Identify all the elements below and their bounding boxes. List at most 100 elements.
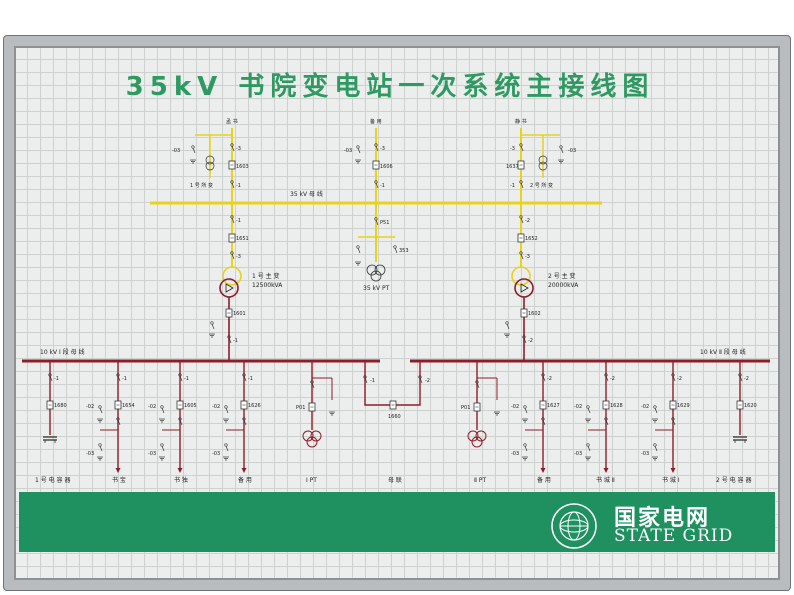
feeder-3	[158, 361, 184, 473]
code-label: 1637	[506, 164, 519, 170]
code-label: -1	[54, 376, 59, 382]
incoming-line-3	[517, 128, 565, 203]
code-label: -03	[148, 451, 156, 457]
code-label: -03	[511, 451, 519, 457]
pt-35kv-branch	[354, 203, 398, 282]
code-label: 1601	[233, 311, 246, 317]
code-label: -02	[212, 404, 220, 410]
code-label: 1654	[122, 403, 135, 409]
code-label: -02	[511, 404, 519, 410]
code-label: -2	[525, 218, 530, 224]
code-label: 1651	[236, 236, 249, 242]
code-label: -02	[148, 404, 156, 410]
code-label: 1652	[525, 236, 538, 242]
feeder-pt-1	[302, 361, 336, 448]
code-label: -03	[86, 451, 94, 457]
feeder-10-label: 书 城 Ⅰ	[662, 476, 680, 484]
brand-name-en: STATE GRID	[614, 526, 734, 546]
feeder-11-label: 2 号 电 容 器	[716, 476, 751, 484]
code-label: 1628	[610, 403, 623, 409]
feeder-5-label: Ⅰ PT	[306, 477, 317, 484]
code-label: 1620	[744, 403, 757, 409]
feeder-capacitor-1	[42, 361, 58, 444]
code-label: -3	[236, 254, 241, 260]
bus-10kv-2-label: 10 kV Ⅱ 段 母 线	[700, 348, 746, 356]
bus-coupler	[363, 361, 423, 410]
transformer-2-lv-lead	[503, 297, 528, 361]
code-label: -2	[744, 376, 749, 382]
code-label: 1603	[236, 164, 249, 170]
code-label: -02	[641, 404, 649, 410]
feeder-2-label: 书 宝	[112, 476, 126, 484]
code-label: P51	[380, 220, 389, 226]
feeder-pt-2	[467, 361, 501, 448]
code-label: -1	[184, 376, 189, 382]
feeder-2	[96, 361, 122, 473]
pt-35kv-label: 35 kV PT	[363, 285, 390, 292]
feeder-6-label: 母 联	[388, 476, 402, 484]
state-grid-logo-icon	[551, 503, 597, 549]
code-label: 353	[399, 248, 409, 254]
incoming-line-2-label: 备 用	[370, 118, 382, 125]
code-label: -1	[236, 183, 241, 189]
transformer-1-lv-lead	[208, 297, 233, 361]
feeder-capacitor-2	[732, 361, 748, 444]
code-label: 1680	[54, 403, 67, 409]
incoming-line-1	[189, 128, 236, 203]
code-label: -3	[236, 146, 241, 152]
code-label: -1	[248, 376, 253, 382]
main-transformer-2-capacity: 20000kVA	[548, 282, 579, 289]
feeder-4	[222, 361, 248, 473]
code-label: -02	[86, 404, 94, 410]
footer-band	[19, 492, 775, 552]
feeder-10	[651, 361, 677, 473]
code-label: -1	[233, 338, 238, 344]
code-label: -1	[380, 183, 385, 189]
code-label: 1602	[528, 311, 541, 317]
main-transformer-1-name: 1 号 主 变	[252, 272, 280, 280]
page-title: 35kV 书院变电站一次系统主接线图	[125, 72, 655, 102]
code-label: -1	[122, 376, 127, 382]
incoming-line-3-label: 静 书	[515, 118, 527, 125]
code-label: -2	[425, 378, 430, 384]
feeder-4-label: 备 用	[238, 476, 252, 484]
code-label: -03	[574, 451, 582, 457]
code-label: 1626	[248, 403, 261, 409]
code-label: -2	[610, 376, 615, 382]
code-label: -2	[547, 376, 552, 382]
code-label: -03	[641, 451, 649, 457]
code-label: -03	[344, 148, 352, 154]
station-transformer-1-label: 1 号 所 变	[190, 182, 213, 189]
feeder-9-label: 书 城 Ⅱ	[596, 476, 615, 484]
brand-name-cn: 国家电网	[614, 506, 711, 531]
code-label: -03	[212, 451, 220, 457]
bus-35kv-label: 35 kV 母 线	[290, 190, 323, 198]
feeder-1-label: 1 号 电 容 器	[35, 476, 70, 484]
code-label: -3	[380, 146, 385, 152]
bus-10kv-1-label: 10 kV Ⅰ 段 母 线	[40, 348, 85, 356]
code-label: P01	[296, 405, 305, 411]
code-label: -2	[528, 338, 533, 344]
diagram-board	[4, 36, 790, 590]
code-label: 1605	[184, 403, 197, 409]
code-label: 1660	[388, 414, 401, 420]
main-transformer-2-name: 2 号 主 变	[548, 272, 576, 280]
code-label: -03	[568, 148, 576, 154]
code-label: -2	[677, 376, 682, 382]
code-label: -02	[574, 404, 582, 410]
feeder-8	[521, 361, 547, 473]
code-label: -3	[510, 146, 515, 152]
station-transformer-2-label: 2 号 所 变	[530, 182, 553, 189]
code-label: 1629	[677, 403, 690, 409]
incoming-line-2	[354, 128, 380, 203]
feeder-3-label: 书 独	[174, 476, 188, 484]
code-label: -1	[370, 378, 375, 384]
code-label: -3	[525, 254, 530, 260]
incoming-line-1-label: 孟 书	[226, 118, 238, 125]
main-transformer-1-capacity: 12500kVA	[252, 282, 283, 289]
code-label: P01	[461, 405, 470, 411]
feeder-9	[584, 361, 610, 473]
code-label: -1	[510, 183, 515, 189]
code-label: 1627	[547, 403, 560, 409]
